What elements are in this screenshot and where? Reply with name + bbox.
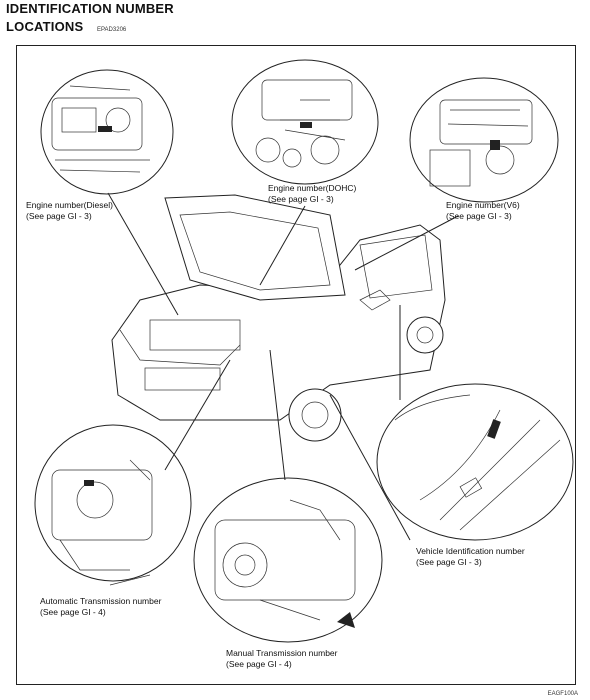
- diesel-engine-label-line2: (See page GI - 3): [26, 211, 92, 221]
- vin-detail-circle: [376, 383, 574, 541]
- auto-transmission-label: Automatic Transmission number (See page …: [40, 596, 161, 618]
- v6-engine-label-line2: (See page GI - 3): [446, 211, 512, 221]
- vin-label: Vehicle Identification number (See page …: [416, 546, 525, 568]
- manual-transmission-label-line2: (See page GI - 4): [226, 659, 292, 669]
- v6-engine-detail-circle: [409, 77, 559, 203]
- page-title-line2: LOCATIONS: [6, 19, 84, 34]
- dohc-engine-label: Engine number(DOHC) (See page GI - 3): [268, 183, 356, 205]
- manual-transmission-detail-circle: [193, 477, 383, 643]
- vehicle-illustration: [111, 194, 446, 442]
- auto-transmission-label-line1: Automatic Transmission number: [40, 596, 162, 606]
- page-title-line1: IDENTIFICATION NUMBER: [6, 1, 174, 16]
- manual-transmission-label-line1: Manual Transmission number: [226, 648, 338, 658]
- document-code: EPAD3206: [97, 27, 127, 33]
- leader-lines: [107, 192, 459, 586]
- diesel-engine-label: Engine number(Diesel) (See page GI - 3): [26, 200, 113, 222]
- v6-engine-label-line1: Engine number(V6): [446, 200, 520, 210]
- dohc-engine-label-line2: (See page GI - 3): [268, 194, 334, 204]
- v6-engine-label: Engine number(V6) (See page GI - 3): [446, 200, 520, 222]
- auto-transmission-detail-circle: [34, 424, 192, 582]
- vin-label-line2: (See page GI - 3): [416, 557, 482, 567]
- auto-transmission-label-line2: (See page GI - 4): [40, 607, 106, 617]
- diesel-engine-label-line1: Engine number(Diesel): [26, 200, 113, 210]
- diesel-engine-detail-circle: [40, 69, 174, 195]
- figure-code: EAGF100A: [547, 691, 578, 697]
- manual-transmission-label: Manual Transmission number (See page GI …: [226, 648, 338, 670]
- diagram-frame: [16, 45, 576, 685]
- vin-label-line1: Vehicle Identification number: [416, 546, 525, 556]
- dohc-engine-label-line1: Engine number(DOHC): [268, 183, 357, 193]
- dohc-engine-detail-circle: [231, 59, 379, 185]
